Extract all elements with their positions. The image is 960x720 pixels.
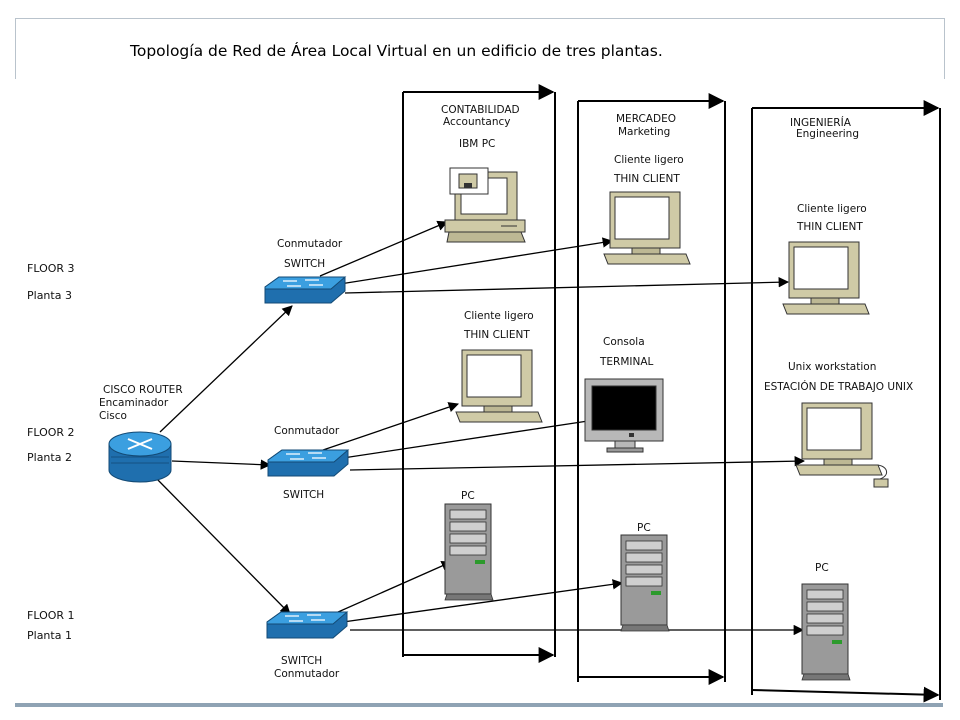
floor-2-es: Planta 2 <box>27 451 72 464</box>
ibm-pc-label: IBM PC <box>459 138 495 150</box>
bottom-divider <box>15 703 943 707</box>
pc-accountancy-label: PC <box>461 490 475 502</box>
thin-client-marketing-f3-icon <box>603 191 691 265</box>
vlan-marketing-frame <box>577 93 726 685</box>
dept-accountancy-en: Accountancy <box>443 116 510 128</box>
switch-2-top-label: Conmutador <box>274 425 340 437</box>
unix-workstation-icon <box>795 402 889 488</box>
dept-engineering-es: INGENIERÍA <box>790 116 852 129</box>
floor-2-en: FLOOR 2 <box>27 426 75 439</box>
pc-engineering-label: PC <box>815 562 829 574</box>
floor-3-en: FLOOR 3 <box>27 262 75 275</box>
thin-client-mk-f3-en: THIN CLIENT <box>613 173 680 185</box>
floor-1-en: FLOOR 1 <box>27 609 75 622</box>
floor-1-es: Planta 1 <box>27 629 72 642</box>
router-label-2: Encaminador <box>99 397 169 409</box>
switch-3-bottom-label: SWITCH <box>284 258 325 270</box>
switch-floor-1-icon <box>266 611 348 639</box>
router-label-3: Cisco <box>99 410 127 422</box>
switch-floor-2-icon <box>267 449 349 477</box>
switch-3-top-label: Conmutador <box>277 238 343 250</box>
vlan-accountancy-frame <box>402 84 556 663</box>
title-frame <box>15 18 945 79</box>
floor-3-es: Planta 3 <box>27 289 72 302</box>
pc-tower-marketing-icon <box>620 534 670 632</box>
cisco-router-icon <box>108 431 172 483</box>
console-label-es: Consola <box>603 336 645 348</box>
switch-2-bottom-label: SWITCH <box>283 489 324 501</box>
pc-tower-engineering-icon <box>801 583 851 681</box>
thin-client-engineering-f3-icon <box>782 241 870 315</box>
pc-marketing-label: PC <box>637 522 651 534</box>
console-label-en: TERMINAL <box>599 356 654 368</box>
router-label-1: CISCO ROUTER <box>103 384 183 396</box>
vlan-engineering-frame <box>751 100 941 703</box>
unix-label-es: ESTACIÓN DE TRABAJO UNIX <box>764 380 913 393</box>
switch-1-bottom-label: Conmutador <box>274 668 340 680</box>
page-title: Topología de Red de Área Local Virtual e… <box>130 42 663 60</box>
thin-client-ac-f2-en: THIN CLIENT <box>463 329 530 341</box>
thin-client-en-f3-es: Cliente ligero <box>797 203 867 215</box>
switch-1-top-label: SWITCH <box>281 655 322 667</box>
dept-accountancy-es: CONTABILIDAD <box>441 104 520 116</box>
dept-marketing-es: MERCADEO <box>616 113 676 125</box>
dept-engineering-en: Engineering <box>796 128 859 140</box>
thin-client-accountancy-f2-icon <box>455 349 543 423</box>
dept-marketing-en: Marketing <box>618 126 670 138</box>
thin-client-mk-f3-es: Cliente ligero <box>614 154 684 166</box>
ibm-pc-icon <box>444 167 526 243</box>
thin-client-en-f3-en: THIN CLIENT <box>796 221 863 233</box>
terminal-console-icon <box>584 378 664 453</box>
switch-floor-3-icon <box>264 276 346 304</box>
pc-tower-accountancy-icon <box>444 503 494 601</box>
unix-label-en: Unix workstation <box>788 361 876 373</box>
thin-client-ac-f2-es: Cliente ligero <box>464 310 534 322</box>
connection-lines <box>154 220 806 636</box>
